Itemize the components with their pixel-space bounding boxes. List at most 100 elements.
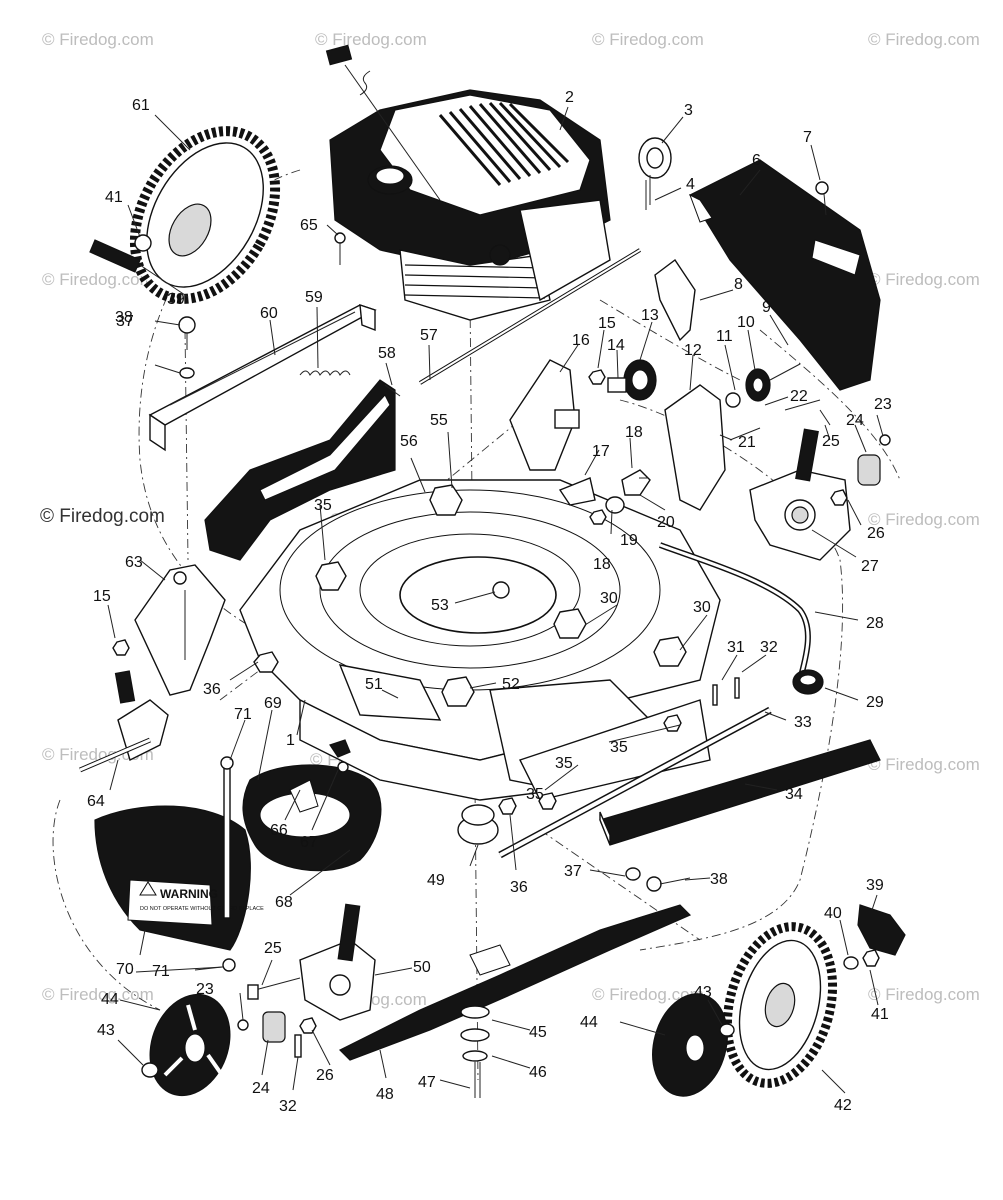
callout-label: 24 bbox=[846, 412, 864, 429]
callout-label: 36 bbox=[203, 681, 221, 698]
callout-label: 38 bbox=[710, 871, 728, 888]
hinge-rod-part bbox=[220, 756, 236, 972]
watermark: © Firedog.com bbox=[592, 30, 704, 49]
callout-label: 18 bbox=[593, 556, 611, 573]
callout-label: 2 bbox=[565, 89, 574, 106]
callout-label: 41 bbox=[105, 189, 123, 206]
callout-label: 32 bbox=[760, 639, 778, 656]
callout-label: 25 bbox=[264, 940, 282, 957]
drive-bracket-part bbox=[509, 258, 821, 514]
hardware-part bbox=[457, 369, 691, 892]
callout-label: 18 bbox=[625, 424, 643, 441]
deck-part bbox=[239, 479, 721, 801]
callout-label: 58 bbox=[378, 345, 396, 362]
callout-label: 11 bbox=[716, 328, 733, 345]
leader-lines bbox=[107, 106, 884, 1094]
callout-label: 35 bbox=[610, 739, 628, 756]
callout-label: 14 bbox=[607, 337, 625, 354]
callout-label: 61 bbox=[132, 97, 150, 114]
callout-label: 68 bbox=[275, 894, 293, 911]
wheel-gear-case-part bbox=[247, 903, 376, 1021]
callout-label: 4 bbox=[686, 176, 695, 193]
blade-part bbox=[338, 904, 692, 1098]
callout-label: 48 bbox=[376, 1086, 394, 1103]
callout-label: 15 bbox=[598, 315, 616, 332]
callout-label: 34 bbox=[785, 786, 803, 803]
assembly-guide-lines bbox=[52, 169, 901, 1081]
callout-label: 47 bbox=[418, 1074, 436, 1091]
watermark: © Firedog.com bbox=[868, 270, 980, 289]
side-plate-part bbox=[134, 564, 226, 696]
callout-label: 15 bbox=[93, 588, 111, 605]
callout-label: 21 bbox=[738, 434, 756, 451]
callout-label: 22 bbox=[790, 388, 808, 405]
nut-part bbox=[134, 234, 152, 252]
rear-guard-part: WARNING DO NOT OPERATE WITHOUT GUARD IN … bbox=[94, 805, 264, 951]
nut-part bbox=[112, 639, 279, 673]
pulley-part bbox=[638, 137, 672, 210]
callout-label: 35 bbox=[526, 786, 544, 803]
discharge-chute-part bbox=[242, 739, 382, 872]
callout-label: 41 bbox=[871, 1006, 889, 1023]
warning-title: WARNING bbox=[160, 887, 218, 901]
callout-label: 30 bbox=[693, 599, 711, 616]
watermark-main: © Firedog.com bbox=[40, 506, 165, 527]
front-wheel-left-part bbox=[141, 993, 317, 1097]
callout-label: 3 bbox=[684, 102, 693, 119]
warning-body: DO NOT OPERATE WITHOUT GUARD IN PLACE bbox=[140, 906, 264, 912]
callout-label: 28 bbox=[866, 615, 884, 632]
height-adjuster-part bbox=[79, 670, 169, 773]
rear-door-part bbox=[204, 379, 401, 561]
drive-belt-part bbox=[658, 542, 824, 695]
callout-label: 39 bbox=[866, 877, 884, 894]
callout-label: 26 bbox=[316, 1067, 334, 1084]
callout-label: 38 bbox=[115, 309, 133, 326]
spring-part bbox=[299, 370, 351, 376]
callout-label: 70 bbox=[116, 961, 134, 978]
callout-label: 44 bbox=[580, 1014, 598, 1031]
callout-label: 51 bbox=[365, 676, 383, 693]
rear-shield-part bbox=[689, 159, 881, 391]
callout-label: 69 bbox=[264, 695, 282, 712]
callout-label: 43 bbox=[694, 984, 712, 1001]
callout-label: 20 bbox=[657, 514, 675, 531]
callout-label: 24 bbox=[252, 1080, 270, 1097]
callout-label: 30 bbox=[600, 590, 618, 607]
callout-label: 59 bbox=[305, 289, 323, 306]
screw-part bbox=[815, 181, 829, 216]
callout-label: 71 bbox=[234, 706, 252, 723]
callout-label: 26 bbox=[867, 525, 885, 542]
watermark: © Firedog.com bbox=[42, 985, 154, 1004]
watermark: © Firedog.com bbox=[868, 985, 980, 1004]
watermark: © Firedog.com bbox=[42, 30, 154, 49]
callout-label: 6 bbox=[752, 152, 761, 169]
callout-label: 27 bbox=[861, 558, 879, 575]
watermark: © Firedog.com bbox=[868, 30, 980, 49]
callout-label: 43 bbox=[97, 1022, 115, 1039]
rod-part bbox=[418, 248, 642, 385]
engine-part bbox=[325, 44, 611, 321]
hinge-bar-part bbox=[148, 303, 377, 452]
callout-label: 53 bbox=[431, 597, 449, 614]
callout-label: 1 bbox=[286, 732, 295, 749]
callout-label: 65 bbox=[300, 217, 318, 234]
callout-label: 7 bbox=[803, 129, 812, 146]
callout-label: 56 bbox=[400, 433, 418, 450]
callout-label: 36 bbox=[510, 879, 528, 896]
callout-label: 46 bbox=[529, 1064, 547, 1081]
front-wheel-right-part bbox=[652, 904, 906, 1097]
handle-bracket-part bbox=[89, 239, 141, 273]
callout-label: 35 bbox=[314, 497, 332, 514]
callout-label: 29 bbox=[866, 694, 884, 711]
callout-label: 57 bbox=[420, 327, 438, 344]
callout-label: 33 bbox=[794, 714, 812, 731]
bolt-part bbox=[178, 232, 346, 379]
callout-label: 44 bbox=[101, 991, 119, 1008]
callout-label: 35 bbox=[555, 755, 573, 772]
callout-label: 45 bbox=[529, 1024, 547, 1041]
callout-label: 32 bbox=[279, 1098, 297, 1115]
callout-labels: 1 2 3 4 6 7 8 9 10 11 12 13 14 15 15 16 … bbox=[87, 89, 892, 1115]
callout-label: 60 bbox=[260, 305, 278, 322]
watermark: © Firedog.com bbox=[868, 510, 980, 529]
